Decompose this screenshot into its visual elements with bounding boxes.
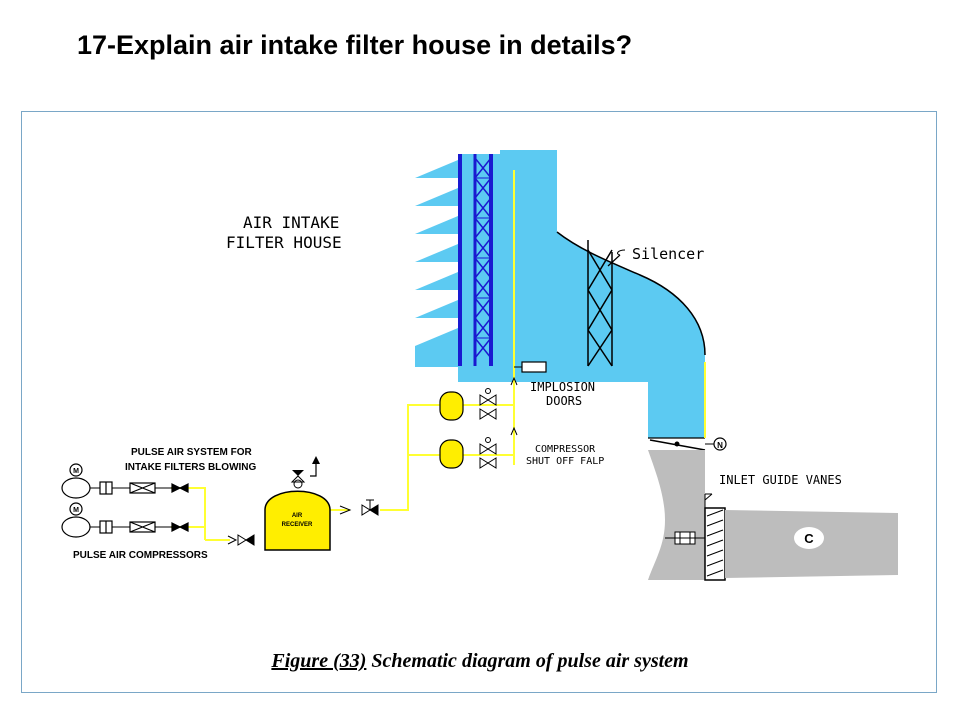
svg-text:AIR: AIR: [292, 513, 303, 519]
svg-text:C: C: [804, 531, 814, 546]
filter-house-louvers: [415, 160, 458, 367]
label-air-intake: AIR INTAKE: [243, 213, 339, 232]
slide-title: 17-Explain air intake filter house in de…: [77, 30, 633, 60]
label-pulse-compressors: PULSE AIR COMPRESSORS: [73, 550, 208, 561]
pulse-air-compressor-2: [61, 502, 189, 538]
label-doors: DOORS: [546, 394, 582, 408]
implosion-door: [521, 361, 547, 373]
label-pulse-system: PULSE AIR SYSTEM FOR: [131, 447, 253, 458]
air-receiver: AIR RECEIVER: [264, 456, 331, 551]
duct-outline: [556, 231, 706, 356]
pulse-air-system-diagram: N C: [61, 150, 898, 581]
svg-text:RECEIVER: RECEIVER: [282, 522, 313, 528]
label-shut-off-flap: SHUT OFF FALP: [526, 456, 604, 467]
label-intake-filters-blowing: INTAKE FILTERS BLOWING: [125, 462, 257, 473]
label-silencer: Silencer: [632, 245, 704, 263]
compressor-inlet: [648, 450, 705, 580]
svg-text:N: N: [717, 441, 723, 450]
diagram-frame: [21, 111, 937, 693]
label-compressor: COMPRESSOR: [535, 444, 596, 455]
pulse-air-compressor-1: [61, 463, 189, 499]
pulse-accumulators: [439, 391, 464, 469]
figure-caption-text: Schematic diagram of pulse air system: [366, 650, 689, 672]
label-filter-house: FILTER HOUSE: [226, 233, 342, 252]
intake-duct: [458, 150, 705, 438]
figure-number: Figure (33): [271, 650, 367, 672]
label-inlet-guide-vanes: INLET GUIDE VANES: [719, 473, 842, 487]
label-implosion: IMPLOSION: [530, 380, 595, 394]
motor-symbol-1: M: [73, 468, 79, 475]
solenoid-valves: [479, 388, 497, 469]
filter-elements: [458, 154, 493, 366]
figure-caption: Figure (33) Schematic diagram of pulse a…: [0, 650, 960, 673]
silencer: [587, 240, 613, 367]
motor-symbol-2: M: [73, 507, 79, 514]
n-indicator: [713, 437, 727, 451]
